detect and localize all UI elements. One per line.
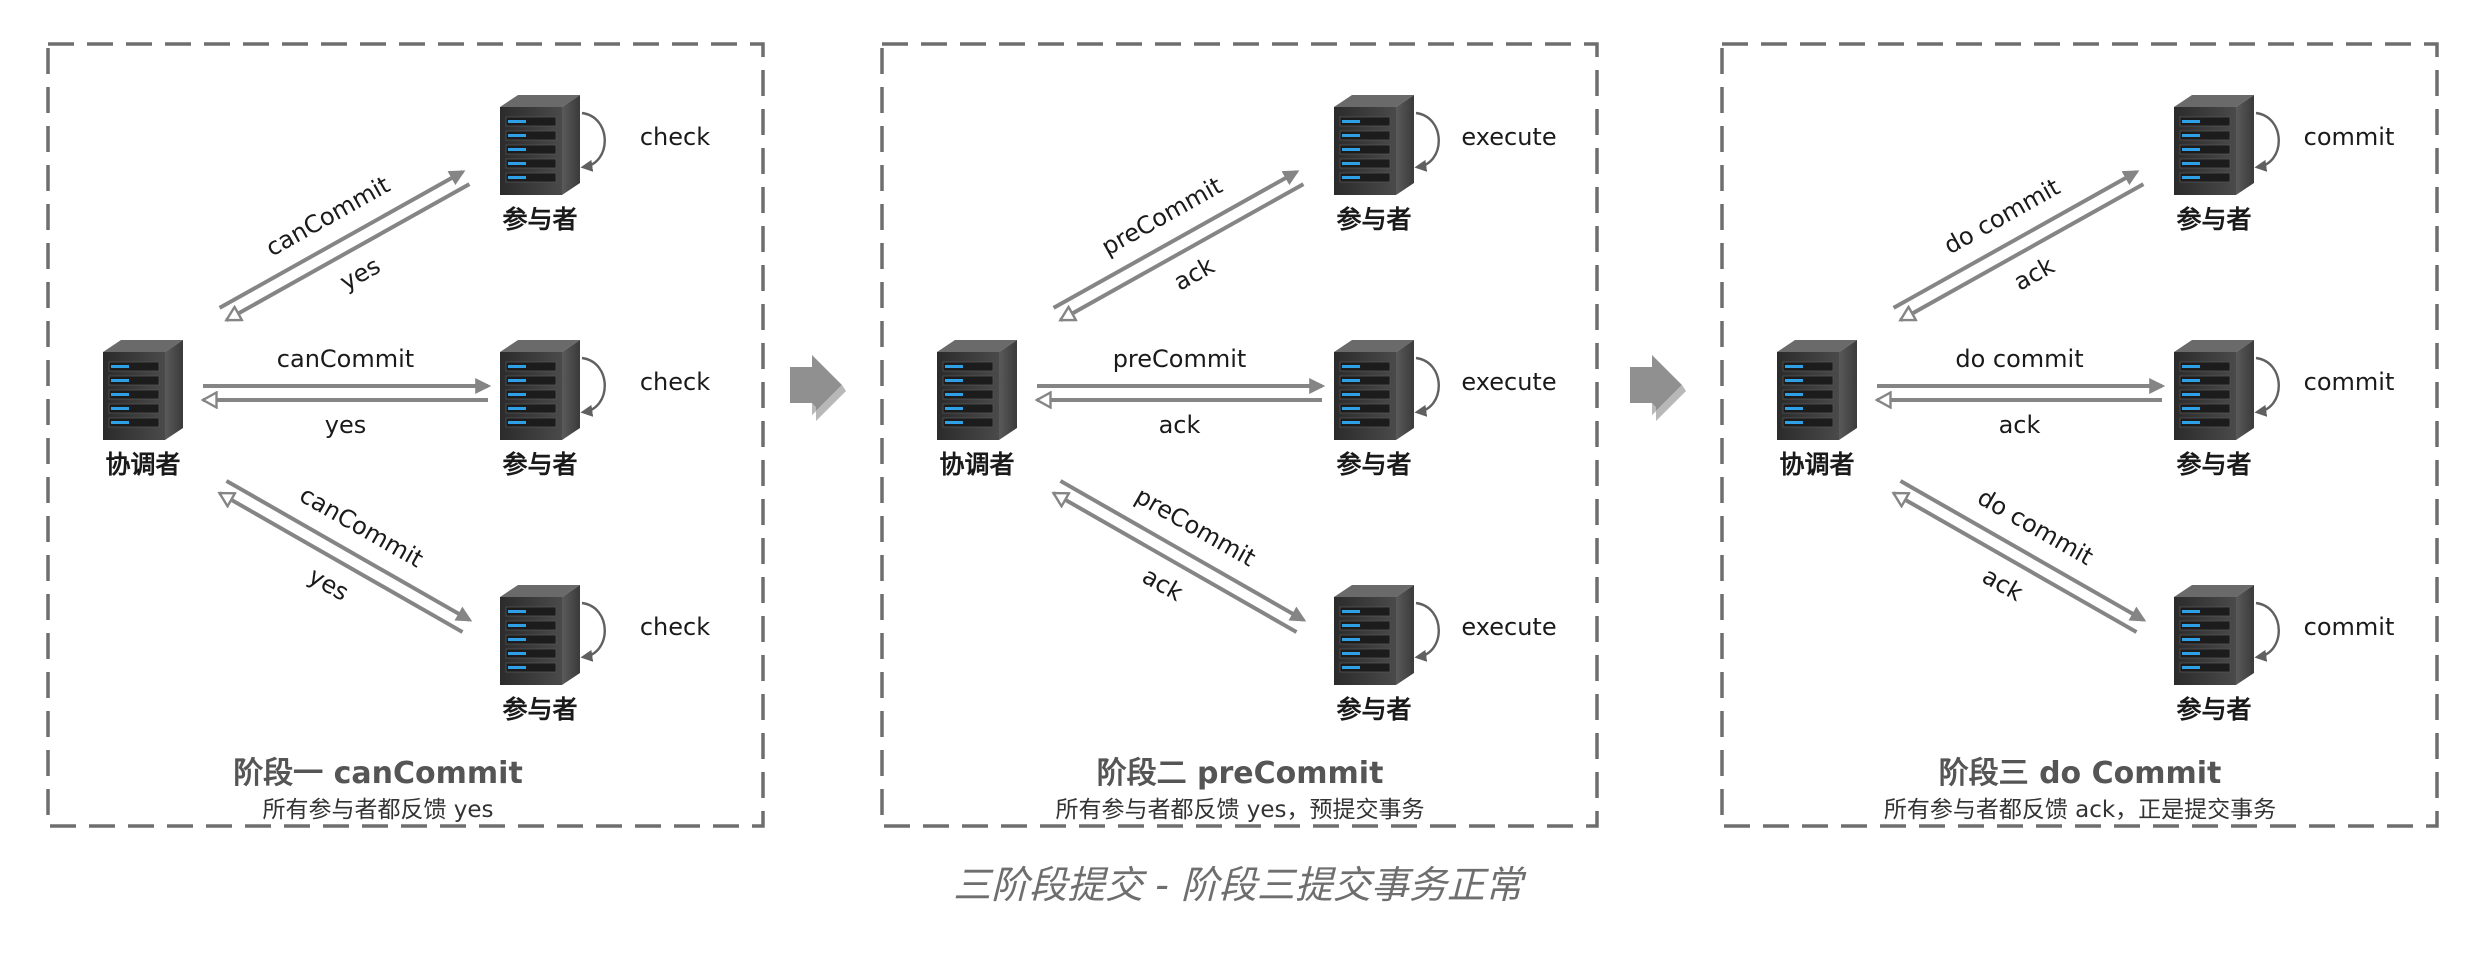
participant-label: 参与者 <box>1336 450 1411 479</box>
request-label: canCommit <box>277 345 414 373</box>
phase-title: 阶段三 do Commit <box>1939 756 2222 791</box>
participant-label: 参与者 <box>2176 695 2251 724</box>
response-label: ack <box>1159 411 1201 439</box>
participant-label: 参与者 <box>2176 450 2251 479</box>
phase-title: 阶段二 preCommit <box>1097 756 1384 791</box>
response-arrow <box>226 182 471 322</box>
request-arrow <box>1052 170 1300 310</box>
participant-server-icon <box>1334 585 1414 685</box>
phase-frame <box>46 42 765 828</box>
coordinator-label: 协调者 <box>105 450 180 479</box>
coordinator-label: 协调者 <box>1779 450 1854 479</box>
participant-action-label: commit <box>2304 368 2395 396</box>
request-label: do commit <box>1955 345 2083 373</box>
response-arrow <box>1894 491 2138 634</box>
participant-action-label: check <box>640 368 710 396</box>
self-loop-arrow <box>580 111 606 172</box>
participant-server-icon <box>2174 340 2254 440</box>
response-label: ack <box>1138 562 1188 607</box>
self-loop-arrow <box>580 356 606 417</box>
self-loop-arrow <box>2254 356 2280 417</box>
phase-panel-1: 协调者参与者check参与者check参与者checkcanCommityesc… <box>46 42 765 828</box>
participant-action-label: commit <box>2304 123 2395 151</box>
response-label: ack <box>1999 411 2041 439</box>
participant-action-label: execute <box>1461 123 1556 151</box>
participant-label: 参与者 <box>2176 205 2251 234</box>
coordinator-label: 协调者 <box>939 450 1014 479</box>
self-loop-arrow <box>580 601 606 662</box>
request-arrow <box>1892 170 2140 310</box>
response-arrow <box>1900 182 2145 322</box>
participant-label: 参与者 <box>1336 205 1411 234</box>
response-label: yes <box>304 562 354 607</box>
participant-server-icon <box>1334 340 1414 440</box>
participant-server-icon <box>500 585 580 685</box>
participant-server-icon <box>2174 95 2254 195</box>
participant-action-label: commit <box>2304 613 2395 641</box>
participant-server-icon <box>500 340 580 440</box>
response-arrow <box>1060 182 1305 322</box>
participant-label: 参与者 <box>502 695 577 724</box>
response-label: ack <box>1978 562 2028 607</box>
participant-action-label: check <box>640 613 710 641</box>
phase-subtitle: 所有参与者都反馈 yes <box>262 797 493 823</box>
phase-title: 阶段一 canCommit <box>233 756 523 791</box>
participant-label: 参与者 <box>502 205 577 234</box>
response-label: ack <box>2009 251 2059 296</box>
phase-panel-2: 协调者参与者execute参与者execute参与者executepreComm… <box>880 42 1599 828</box>
response-label: yes <box>325 411 366 439</box>
response-label: yes <box>335 252 385 297</box>
transition-arrow-icon <box>1630 355 1686 421</box>
participant-label: 参与者 <box>1336 695 1411 724</box>
participant-action-label: check <box>640 123 710 151</box>
request-arrow <box>1899 479 2147 622</box>
participant-label: 参与者 <box>502 450 577 479</box>
participant-server-icon <box>500 95 580 195</box>
phase-frame <box>880 42 1599 828</box>
self-loop-arrow <box>2254 601 2280 662</box>
response-arrow <box>220 491 464 634</box>
request-arrow <box>218 170 466 310</box>
coordinator-server-icon <box>1777 340 1857 440</box>
self-loop-arrow <box>1414 111 1440 172</box>
self-loop-arrow <box>2254 111 2280 172</box>
coordinator-server-icon <box>937 340 1017 440</box>
participant-server-icon <box>2174 585 2254 685</box>
diagram-caption: 三阶段提交 - 阶段三提交事务正常 <box>953 863 1527 907</box>
phase-frame <box>1720 42 2439 828</box>
self-loop-arrow <box>1414 601 1440 662</box>
request-arrow <box>225 479 473 622</box>
participant-action-label: execute <box>1461 368 1556 396</box>
request-arrow <box>1059 479 1307 622</box>
self-loop-arrow <box>1414 356 1440 417</box>
participant-server-icon <box>1334 95 1414 195</box>
request-label: preCommit <box>1113 345 1247 373</box>
phase-subtitle: 所有参与者都反馈 ack，正是提交事务 <box>1884 797 2276 823</box>
participant-action-label: execute <box>1461 613 1556 641</box>
transition-arrow-icon <box>790 355 846 421</box>
response-label: ack <box>1169 251 1219 296</box>
response-arrow <box>1054 491 1298 634</box>
phase-subtitle: 所有参与者都反馈 yes，预提交事务 <box>1055 797 1424 823</box>
coordinator-server-icon <box>103 340 183 440</box>
